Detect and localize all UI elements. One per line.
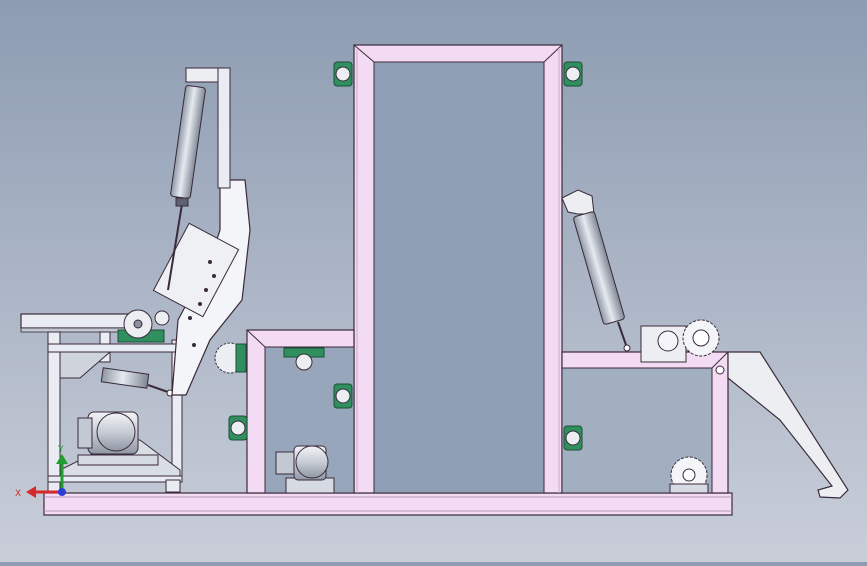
discharge-chute	[715, 351, 849, 499]
y-axis-label: Y	[57, 445, 64, 455]
gear-left-of-middle-frame	[214, 342, 247, 374]
x-axis-label: X	[15, 489, 21, 499]
bearing-mid-right	[563, 425, 583, 451]
base-beam	[43, 492, 733, 516]
bearing-lower-left	[228, 415, 248, 441]
left-motor	[77, 411, 159, 466]
middle-motor	[275, 445, 335, 494]
right-cylinder	[561, 189, 631, 352]
right-gear-assembly	[640, 319, 720, 494]
upper-left-cylinder	[167, 85, 206, 291]
upper-cylinder-post	[185, 67, 231, 189]
swing-arm-plate	[152, 179, 251, 396]
left-horizontal-cylinder	[100, 367, 174, 397]
bearing-middle-top	[283, 347, 325, 371]
bearing-mid-left	[333, 383, 353, 409]
table-roller-bearing	[117, 309, 165, 343]
coordinate-triad: X Y	[15, 445, 68, 499]
bearing-top-left	[333, 61, 353, 87]
central-tall-frame	[353, 44, 563, 494]
bearing-top-right	[563, 61, 583, 87]
